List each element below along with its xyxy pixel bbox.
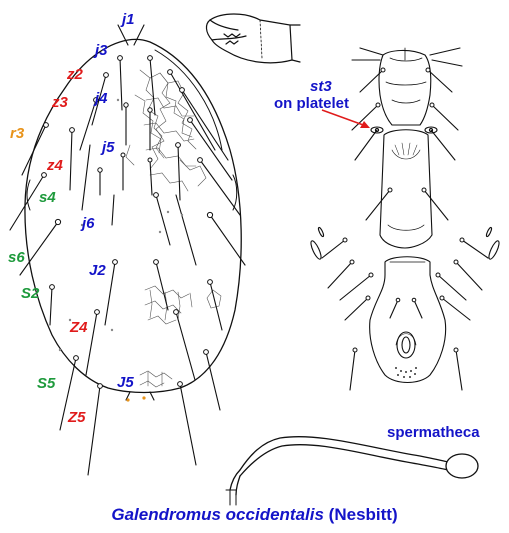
label-j4: j4 [95,90,108,107]
label-on-platelet: on platelet [274,95,350,112]
caption-species: Galendromus occidentalis [111,505,324,524]
ventral-view [310,47,500,391]
setal-sockets [41,55,214,389]
label-j6: j6 [82,215,95,232]
dorsal-shield-outline [24,38,242,394]
label-z4: z4 [47,157,63,174]
label-j3: j3 [95,42,108,59]
label-j5: j5 [102,139,115,156]
label-s4: s4 [39,189,56,206]
st3-arrow [321,109,370,128]
label-z2: z2 [67,66,83,83]
label-r3: r3 [10,125,25,142]
label-j1: j1 [122,11,135,28]
label-J5: J5 [117,374,134,391]
spermatheca-drawing [225,436,479,506]
caption-author: (Nesbitt) [328,505,398,524]
label-z3: z3 [52,94,68,111]
label-S2: S2 [21,285,40,302]
dorsal-setae [9,24,246,476]
figure-caption: Galendromus occidentalis (Nesbitt) [0,505,509,525]
label-Z4: Z4 [70,319,88,336]
reticulation-pattern [125,69,207,192]
label-J2: J2 [89,262,106,279]
label-s6: s6 [8,249,25,266]
label-spermatheca: spermatheca [387,424,480,441]
chelicera-drawing [205,13,301,64]
label-S5: S5 [37,375,56,392]
label-Z5: Z5 [68,409,86,426]
label-st3: st3 [310,78,332,95]
